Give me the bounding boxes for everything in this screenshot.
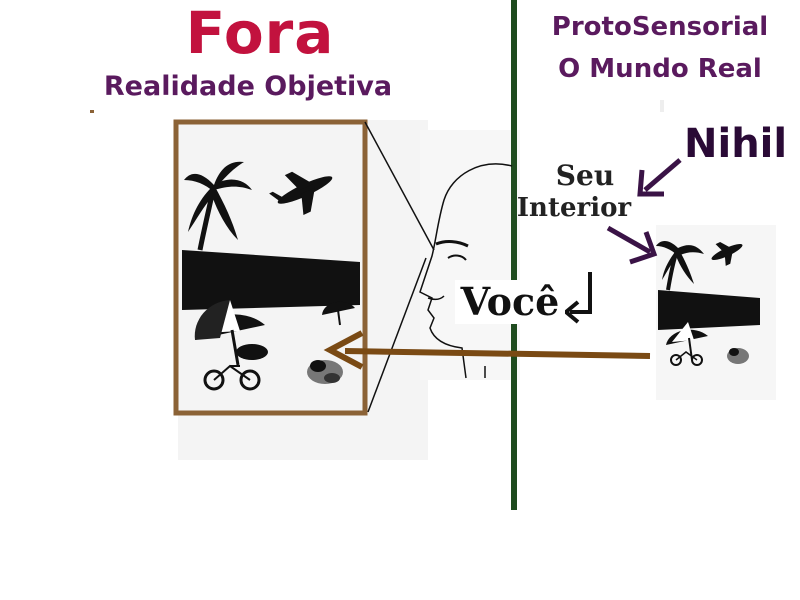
beach-items-icon [307, 360, 343, 384]
palm-tree-icon [656, 241, 704, 291]
airplane-icon [711, 241, 743, 266]
projection-line-bottom [367, 257, 427, 413]
small-umbrella-icon [322, 301, 355, 326]
bicycle-icon [670, 351, 703, 366]
beach-items-icon [727, 348, 749, 364]
nihil-label: Nihil [684, 121, 788, 167]
protosensorial-title: ProtoSensorial [551, 12, 769, 42]
nihil-arrow [637, 158, 682, 197]
interior-label: Interior [516, 193, 632, 223]
voce-label: Você [455, 280, 565, 324]
right-beach-scene [656, 225, 776, 400]
seu-label: Seu [555, 159, 615, 192]
head-profile-icon [419, 163, 513, 379]
outside-title: Fora [185, 0, 335, 67]
ocean-band [182, 250, 360, 310]
head-backdrop [420, 130, 520, 380]
return-arrow-icon [562, 272, 592, 324]
left-image-frame [173, 119, 368, 416]
perception-arrow [323, 330, 651, 370]
beach-umbrella-icon [666, 322, 708, 361]
palm-tree-icon [184, 161, 252, 251]
left-beach-scene [182, 161, 360, 391]
projection-line-top [364, 121, 435, 251]
real-world-subtitle: O Mundo Real [558, 54, 762, 84]
outside-subtitle: Realidade Objetiva [103, 71, 393, 102]
stray-mark [660, 100, 664, 112]
stray-mark [90, 110, 94, 113]
interior-arrow [606, 225, 658, 265]
airplane-icon [269, 171, 333, 216]
beach-umbrella-icon [194, 300, 268, 366]
bicycle-icon [203, 364, 261, 391]
